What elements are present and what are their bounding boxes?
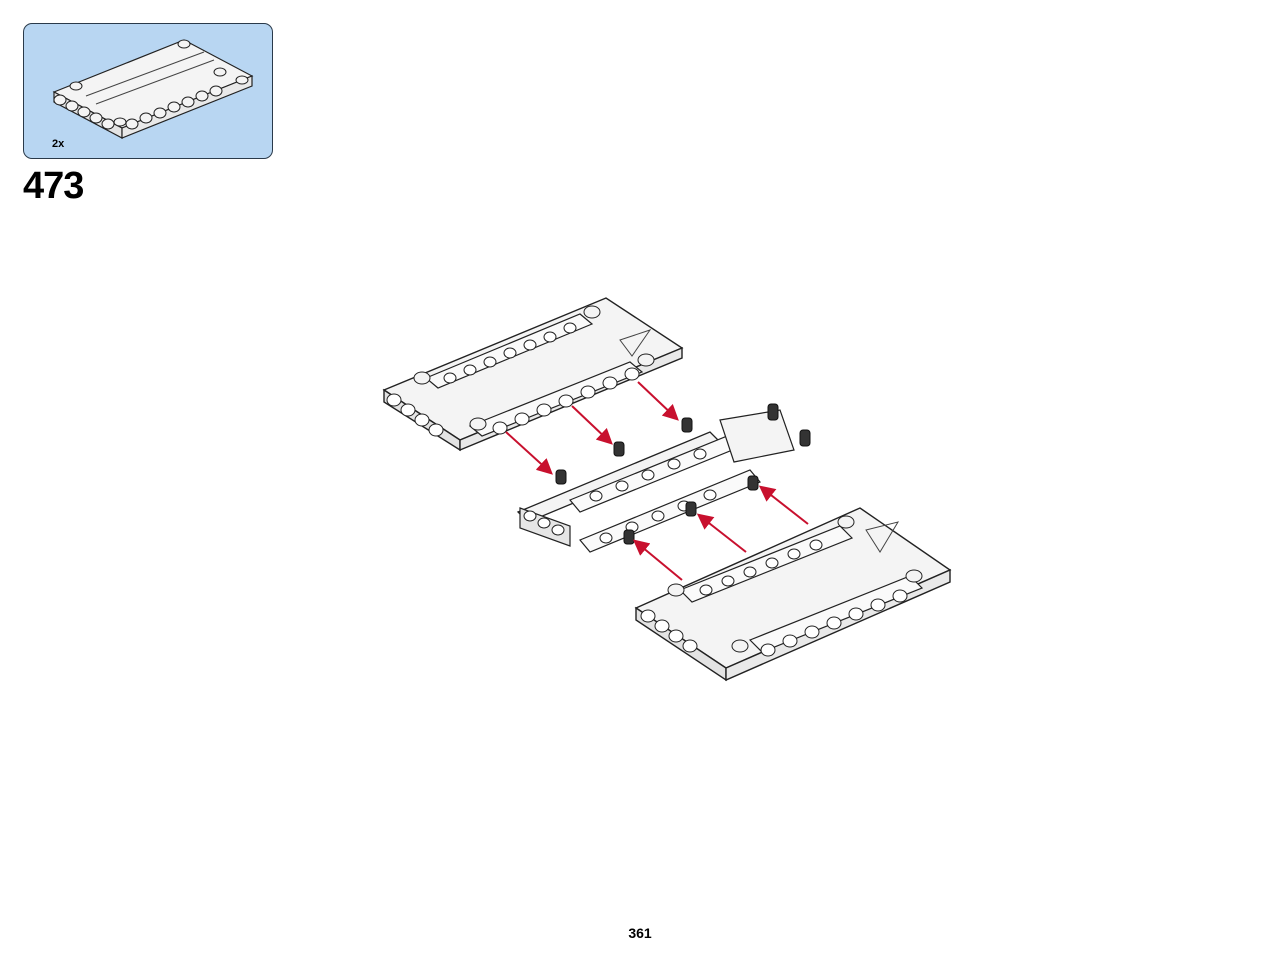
arrow-4 xyxy=(632,539,683,581)
assembly-arrows xyxy=(505,381,809,581)
arrow-5 xyxy=(696,513,747,553)
arrow-3 xyxy=(637,381,679,421)
page-number: 361 xyxy=(628,925,652,941)
parts-list-box: 2x xyxy=(23,23,273,159)
arrow-1 xyxy=(505,431,553,475)
part-quantity: 2x xyxy=(52,138,65,150)
assembly-illustration xyxy=(382,297,952,682)
bottom-panel-assembly xyxy=(634,507,952,682)
middle-beam-assembly xyxy=(516,403,811,553)
arrow-2 xyxy=(571,405,613,445)
arrow-6 xyxy=(758,485,809,525)
step-number: 473 xyxy=(23,165,84,207)
panel-plate-icon xyxy=(52,39,254,139)
top-panel-assembly xyxy=(382,297,684,452)
